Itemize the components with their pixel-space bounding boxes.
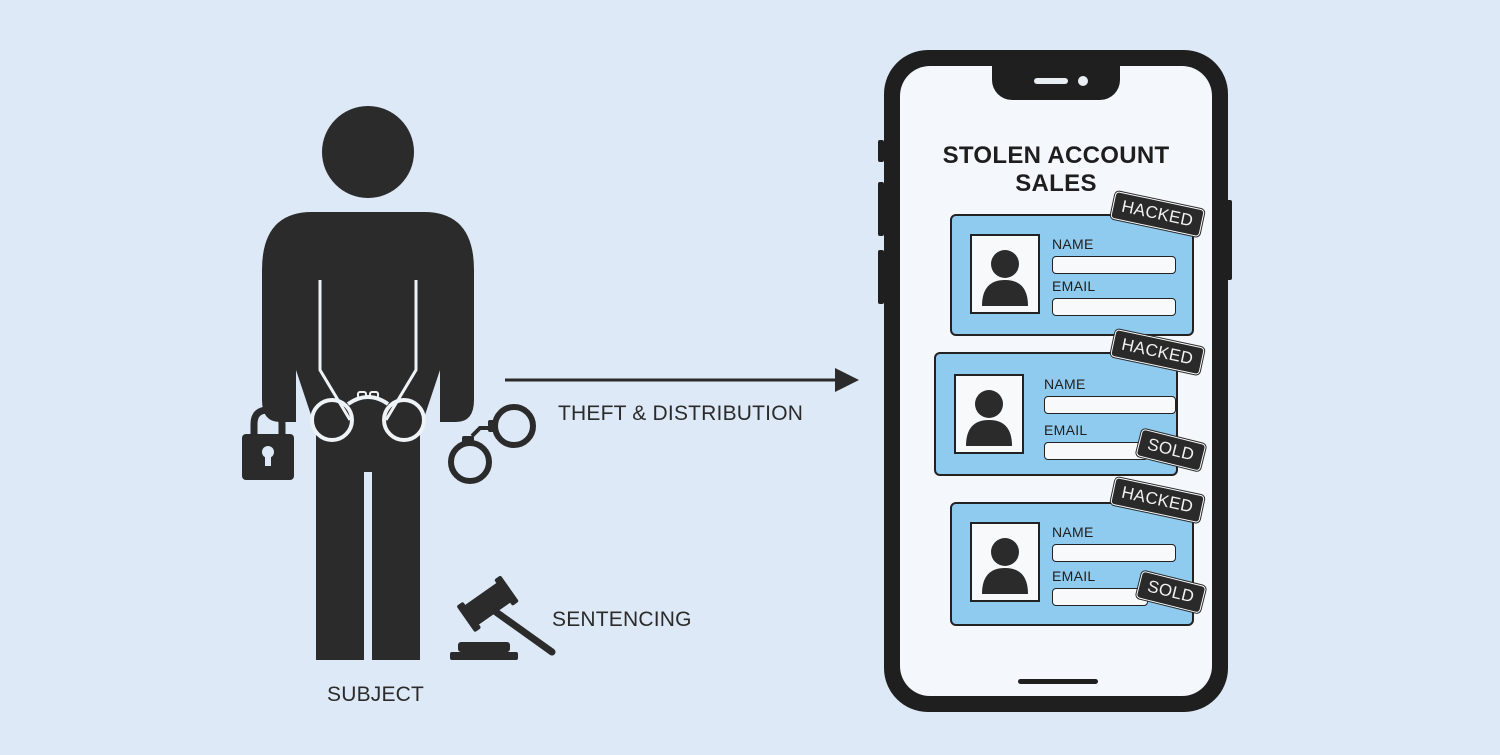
person-icon <box>262 106 474 660</box>
name-label: NAME <box>1052 524 1094 540</box>
name-label: NAME <box>1044 376 1086 392</box>
account-card: NAME EMAIL <box>934 352 1178 476</box>
phone-side-button <box>878 250 884 304</box>
subject-label: SUBJECT <box>327 683 425 706</box>
home-indicator <box>1018 679 1098 684</box>
screen-title: STOLEN ACCOUNT SALES <box>942 142 1170 197</box>
email-label: EMAIL <box>1052 278 1096 294</box>
email-label: EMAIL <box>1044 422 1088 438</box>
account-card: NAME EMAIL <box>950 502 1194 626</box>
padlock-icon <box>242 406 294 480</box>
email-field[interactable] <box>1052 588 1148 606</box>
phone-side-button <box>878 140 884 162</box>
arrow-icon <box>505 368 859 392</box>
email-field[interactable] <box>1044 442 1148 460</box>
email-field[interactable] <box>1052 298 1176 316</box>
name-field[interactable] <box>1044 396 1176 414</box>
sentencing-label: SENTENCING <box>552 608 692 631</box>
phone-notch <box>992 66 1120 100</box>
phone-side-button <box>1226 200 1232 280</box>
phone-side-button <box>878 182 884 236</box>
avatar-icon <box>954 374 1024 454</box>
avatar-icon <box>970 522 1040 602</box>
camera-dot <box>1078 76 1088 86</box>
flow-label: THEFT & DISTRIBUTION <box>558 402 804 425</box>
smartphone: STOLEN ACCOUNT SALES NAME EMAIL HACKED N… <box>884 50 1228 712</box>
speaker-grille <box>1034 78 1068 84</box>
name-label: NAME <box>1052 236 1094 252</box>
name-field[interactable] <box>1052 256 1176 274</box>
avatar-icon <box>970 234 1040 314</box>
email-label: EMAIL <box>1052 568 1096 584</box>
account-card: NAME EMAIL <box>950 214 1194 336</box>
handcuffs-icon <box>448 404 536 484</box>
name-field[interactable] <box>1052 544 1176 562</box>
gavel-icon <box>450 576 556 660</box>
phone-screen: STOLEN ACCOUNT SALES NAME EMAIL HACKED N… <box>900 66 1212 696</box>
